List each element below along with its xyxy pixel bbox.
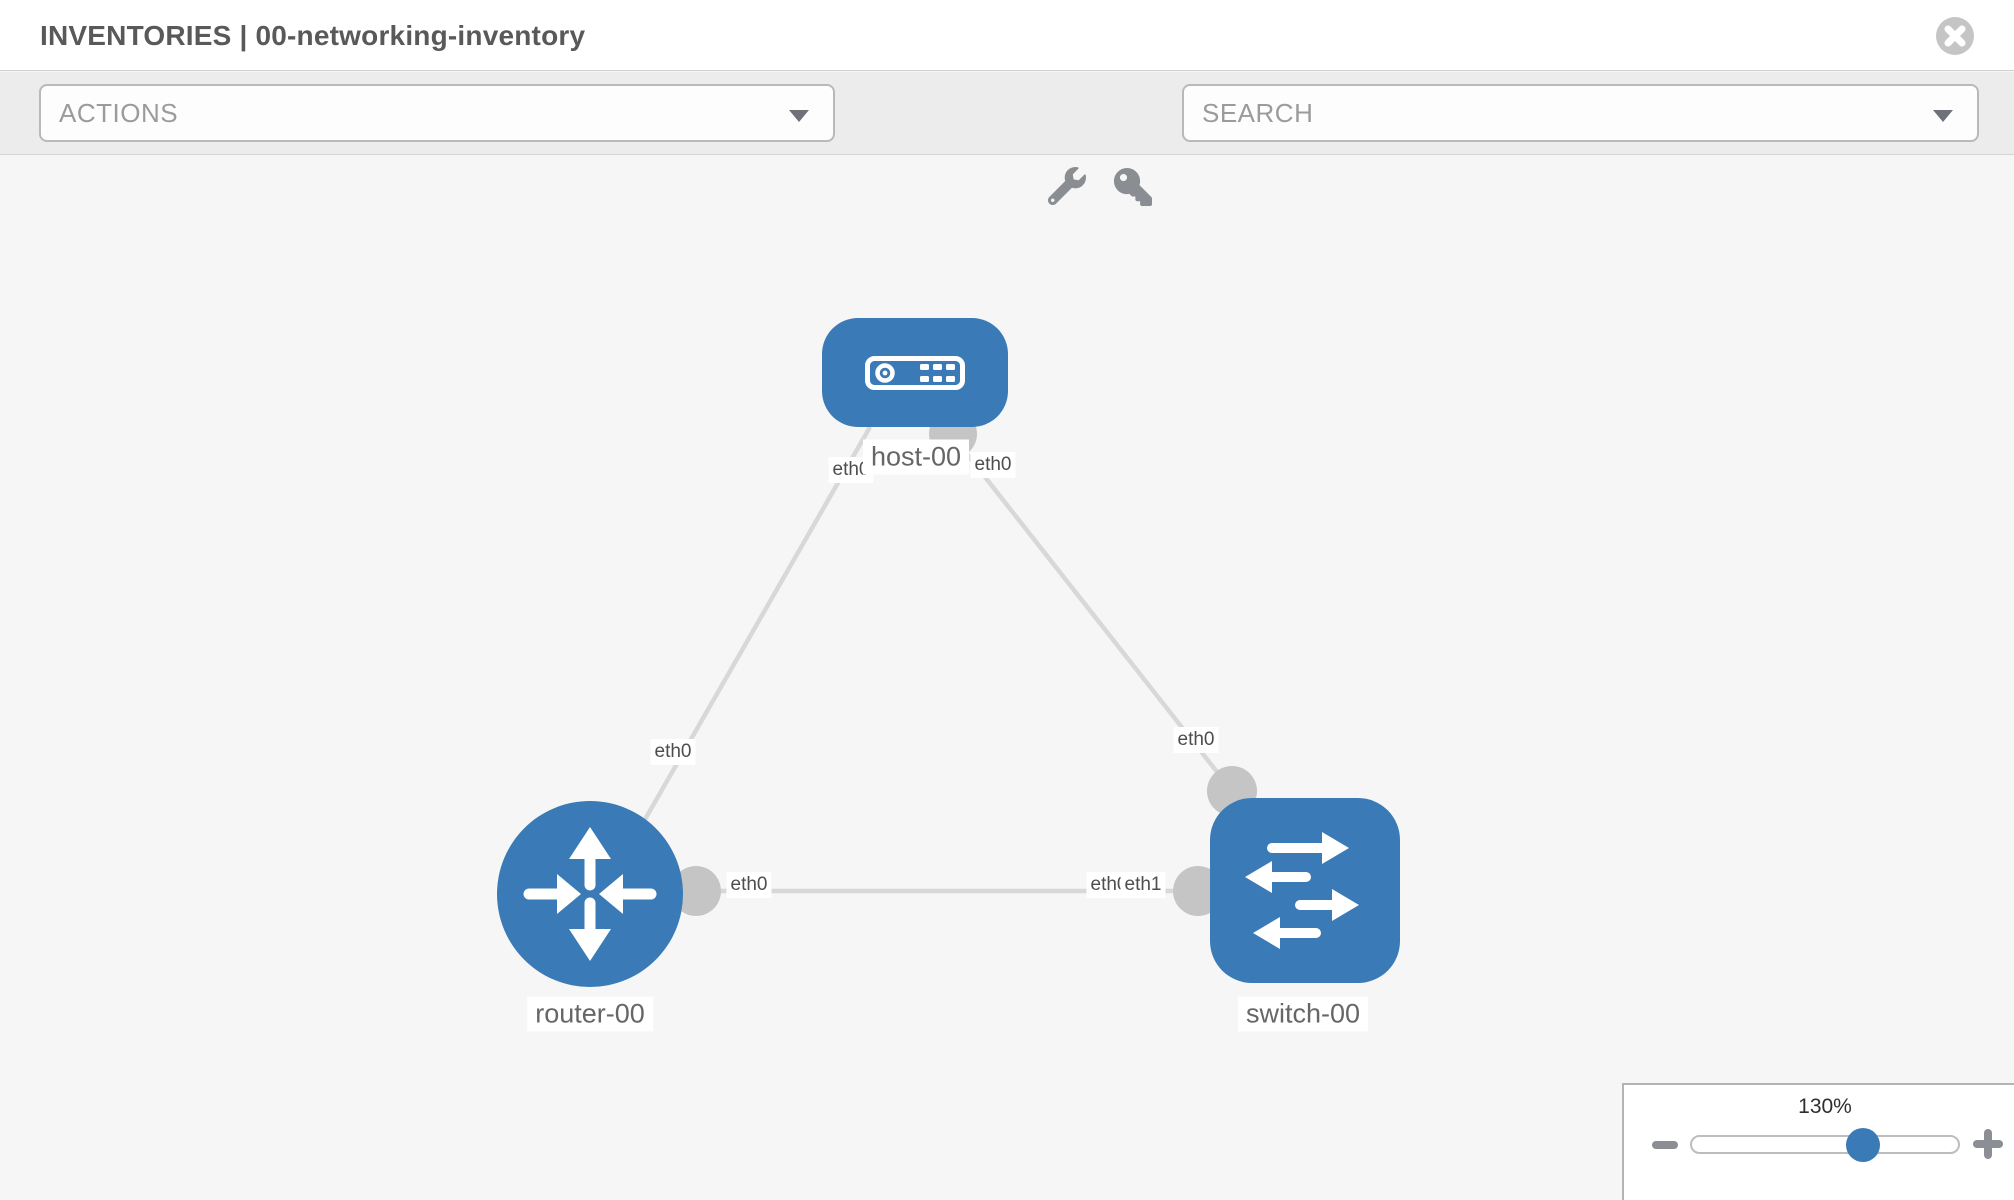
node-host-00[interactable] (822, 318, 1008, 427)
actions-dropdown-label: ACTIONS (59, 97, 179, 128)
close-button[interactable] (1936, 17, 1974, 55)
tools-button[interactable] (1047, 166, 1086, 206)
actions-dropdown[interactable]: ACTIONS (39, 84, 835, 142)
credentials-button[interactable] (1114, 168, 1152, 206)
zoom-slider[interactable] (1690, 1128, 1960, 1162)
search-dropdown-label: SEARCH (1202, 97, 1314, 128)
chevron-down-icon (789, 110, 809, 122)
zoom-panel: 130% (1622, 1083, 2014, 1200)
toolbar: ACTIONS SEARCH (0, 72, 2014, 206)
node-router-00[interactable] (497, 801, 683, 987)
header-bar: INVENTORIES | 00-networking-inventory (0, 0, 2014, 71)
router-icon (523, 827, 657, 961)
node-label-router-00: router-00 (527, 996, 653, 1032)
search-dropdown[interactable]: SEARCH (1182, 84, 1979, 142)
topology-links-layer (614, 410, 1257, 916)
interface-label-switch-eth0-top: eth0 (1173, 727, 1219, 753)
zoom-level-label: 130% (1798, 1095, 1852, 1118)
close-icon (1936, 17, 1974, 55)
host-icon (865, 355, 965, 390)
interface-label-switch-eth1: eth1 (1120, 872, 1166, 898)
zoom-slider-handle[interactable] (1846, 1128, 1880, 1162)
wrench-icon (1047, 166, 1086, 206)
zoom-in-button[interactable] (1973, 1129, 2003, 1159)
chevron-down-icon (1933, 110, 1953, 122)
node-switch-00[interactable] (1210, 798, 1400, 983)
interface-label-router-eth0-right: eth0 (726, 872, 772, 898)
key-icon (1114, 168, 1152, 206)
zoom-out-button[interactable] (1652, 1141, 1678, 1149)
node-label-switch-00: switch-00 (1237, 996, 1369, 1032)
interface-label-host-eth0-right: eth0 (970, 452, 1016, 478)
page-title: INVENTORIES | 00-networking-inventory (40, 20, 586, 51)
link-host-router[interactable] (614, 425, 872, 872)
node-label-host-00: host-00 (862, 439, 970, 475)
endpoint-router-eth0[interactable] (671, 866, 721, 916)
interface-label-router-eth0-top: eth0 (650, 739, 696, 765)
switch-icon (1245, 832, 1359, 949)
topology-canvas[interactable]: eth0 eth0 eth0 eth0 eth0 eth0 eth1 host-… (0, 155, 2014, 1200)
